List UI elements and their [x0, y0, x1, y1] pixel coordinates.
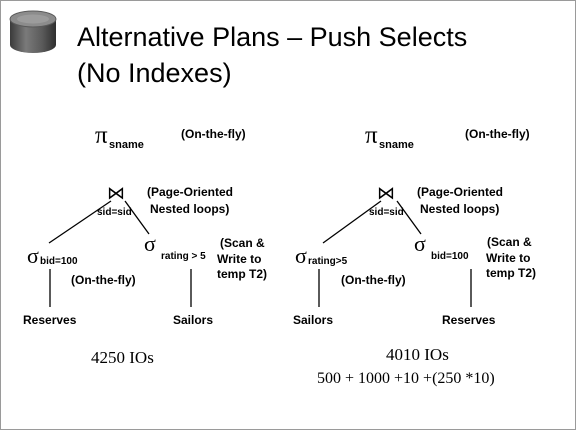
right-select-right-note-1: (Scan & — [487, 235, 532, 249]
left-plan: π sname (On-the-fly) ⋈ sid=sid (Page-Ori… — [23, 122, 267, 367]
right-select-left-note: (On-the-fly) — [341, 273, 406, 287]
right-select-right-symbol: σ — [414, 231, 426, 256]
right-plan: π sname (On-the-fly) ⋈ sid=sid (Page-Ori… — [293, 122, 536, 387]
left-select-left-subscript: bid=100 — [40, 256, 78, 267]
right-leaf-sailors: Sailors — [293, 313, 333, 327]
right-project-symbol: π — [365, 122, 378, 149]
right-join-note-1: (Page-Oriented — [417, 185, 503, 199]
right-select-left-subscript: rating>5 — [308, 256, 348, 267]
left-join-subscript: sid=sid — [97, 207, 132, 218]
left-select-right-note-2: Write to — [217, 252, 261, 266]
left-select-left-note: (On-the-fly) — [71, 273, 136, 287]
left-project-note: (On-the-fly) — [181, 127, 246, 141]
left-select-right-note-3: temp T2) — [217, 267, 267, 281]
right-project-subscript: sname — [379, 139, 414, 151]
right-plan-cost-formula: 500 + 1000 +10 +(250 *10) — [317, 370, 495, 387]
left-join-note-2: Nested loops) — [150, 202, 229, 216]
left-join-note-1: (Page-Oriented — [147, 185, 233, 199]
right-join-subscript: sid=sid — [369, 207, 404, 218]
left-leaf-reserves: Reserves — [23, 313, 77, 327]
right-join-symbol: ⋈ — [377, 183, 395, 203]
left-edge-join-to-left-select — [48, 200, 112, 244]
right-project-note: (On-the-fly) — [465, 127, 530, 141]
left-edge-join-to-right-select — [124, 200, 150, 235]
slide-title: Alternative Plans – Push Selects (No Ind… — [77, 19, 557, 91]
left-select-right-subscript: rating > 5 — [161, 251, 206, 262]
right-select-right-note-3: temp T2) — [486, 266, 536, 280]
left-select-right-note-1: (Scan & — [220, 236, 265, 250]
title-line-1: Alternative Plans – Push Selects — [77, 22, 468, 52]
left-select-left-symbol: σ — [27, 243, 39, 268]
right-leaf-reserves: Reserves — [442, 313, 496, 327]
right-select-right-note-2: Write to — [486, 251, 530, 265]
right-edge-join-to-right-select — [396, 200, 422, 235]
left-join-symbol: ⋈ — [107, 183, 125, 203]
left-select-right-symbol: σ — [144, 231, 156, 256]
disk-cylinder-icon — [9, 10, 57, 53]
left-project-symbol: π — [95, 122, 108, 149]
title-line-2: (No Indexes) — [77, 58, 232, 88]
right-select-right-subscript: bid=100 — [431, 251, 469, 262]
right-edge-join-to-left-select — [322, 200, 382, 244]
left-project-subscript: sname — [109, 139, 144, 151]
right-join-note-2: Nested loops) — [420, 202, 499, 216]
left-plan-cost: 4250 IOs — [91, 348, 154, 367]
right-select-left-symbol: σ — [295, 243, 307, 268]
right-plan-cost: 4010 IOs — [386, 345, 449, 364]
left-leaf-sailors: Sailors — [173, 313, 213, 327]
